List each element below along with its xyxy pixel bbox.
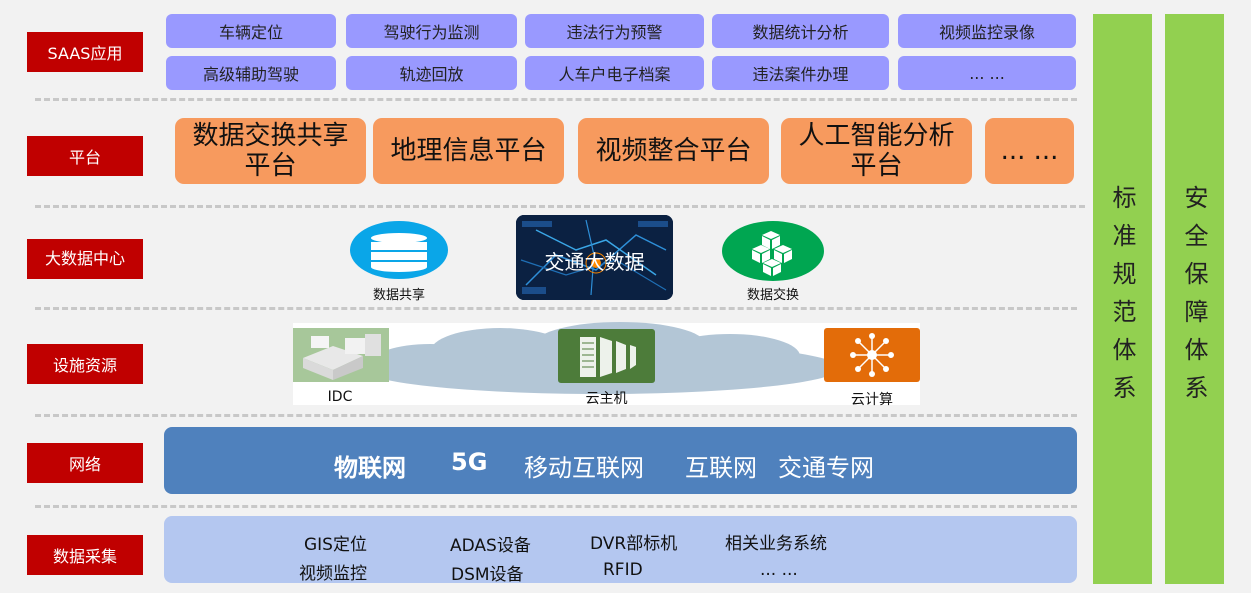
divider (35, 505, 1077, 508)
saas-vehicle-location: 车辆定位 (166, 14, 336, 48)
cloud-host-label: 云主机 (585, 391, 628, 407)
saas-e-archive: 人车户电子档案 (525, 56, 704, 90)
saas-case-handling: 违法案件办理 (712, 56, 889, 90)
saas-data-statistics: 数据统计分析 (712, 14, 889, 48)
platform-ai: 人工智能分析 平台 (781, 118, 972, 184)
map-network-icon (516, 215, 673, 300)
layer-label-saas: SAAS应用 (27, 32, 143, 72)
saas-adas: 高级辅助驾驶 (166, 56, 336, 90)
bigdata-share-label: 数据共享 (372, 288, 425, 303)
cloud-compute-icon (824, 328, 920, 382)
traffic-bigdata-panel: 交通大数据 (516, 215, 673, 300)
collection-gis: GIS定位 (304, 535, 367, 555)
cloud-compute-label: 云计算 (851, 392, 893, 408)
collection-band (164, 516, 1077, 583)
idc-building-icon (293, 328, 389, 382)
divider (35, 414, 1077, 417)
database-icon (350, 221, 448, 279)
network-5g: 5G (451, 448, 488, 476)
saas-violation-warning: 违法行为预警 (525, 14, 704, 48)
server-icon (558, 329, 655, 383)
layer-label-platform: 平台 (27, 136, 143, 176)
platform-data-exchange: 数据交换共享 平台 (175, 118, 366, 184)
idc-label: IDC (327, 389, 353, 405)
bigdata-exchange-label: 数据交换 (746, 288, 799, 303)
platform-gis: 地理信息平台 (373, 118, 564, 184)
bigdata-center-label: 交通大数据 (544, 250, 645, 274)
network-band (164, 427, 1077, 494)
cubes-icon (722, 221, 824, 281)
network-internet: 互联网 (685, 454, 757, 482)
saas-track-playback: 轨迹回放 (346, 56, 517, 90)
divider (35, 98, 1077, 101)
security-system-column: 安全保障体系 (1165, 14, 1224, 584)
divider (35, 205, 1085, 208)
network-iot: 物联网 (334, 454, 406, 482)
collection-dsm: DSM设备 (451, 565, 524, 585)
collection-video: 视频监控 (299, 564, 367, 584)
collection-dvr: DVR部标机 (590, 534, 678, 554)
layer-label-facilities: 设施资源 (27, 344, 143, 384)
collection-adas: ADAS设备 (450, 536, 531, 556)
saas-video-recording: 视频监控录像 (898, 14, 1076, 48)
layer-label-collection: 数据采集 (27, 535, 143, 575)
collection-more: ... ... (760, 560, 798, 580)
saas-driving-behavior: 驾驶行为监测 (346, 14, 517, 48)
layer-label-network: 网络 (27, 443, 143, 483)
network-traffic-private: 交通专网 (778, 454, 874, 482)
collection-business-systems: 相关业务系统 (725, 534, 827, 554)
platform-video: 视频整合平台 (578, 118, 769, 184)
layer-label-bigdata: 大数据中心 (27, 239, 143, 279)
platform-more: ... ... (985, 118, 1074, 184)
standards-system-column: 标准规范体系 (1093, 14, 1152, 584)
collection-rfid: RFID (603, 560, 643, 580)
network-mobile-internet: 移动互联网 (524, 454, 644, 482)
divider (35, 307, 1077, 310)
saas-more: ... ... (898, 56, 1076, 90)
